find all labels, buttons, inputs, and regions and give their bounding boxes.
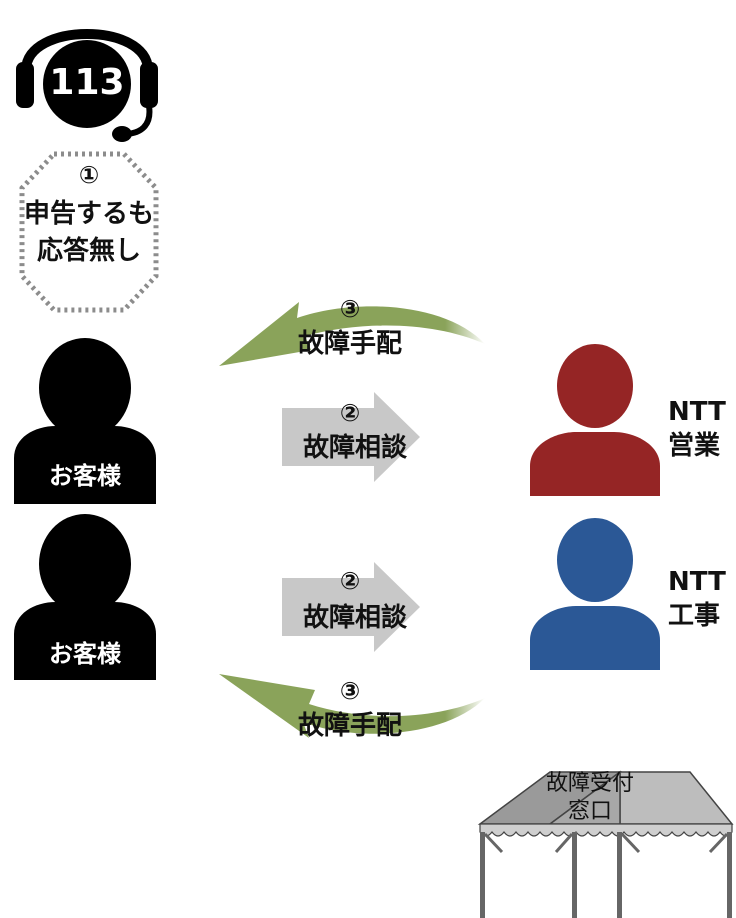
ntt-construction-line2: 工事 <box>668 601 721 631</box>
gray-arrow-right-1 <box>282 392 420 482</box>
ntt-sales-person-icon <box>530 344 660 496</box>
ntt-sales-line1: NTT <box>668 397 726 427</box>
tent-label-line2: 窓口 <box>567 799 612 824</box>
green-arrow-left-bottom <box>219 674 485 738</box>
flow1-label: 故障手配 <box>297 329 402 359</box>
report-step: ① <box>78 161 100 189</box>
headset-icon: 113 <box>12 8 162 148</box>
flow2-step: ② <box>339 399 361 427</box>
ntt-construction-line1: NTT <box>668 567 726 597</box>
customer-label: お客様 <box>49 640 121 668</box>
ntt-sales-line2: 営業 <box>668 431 721 461</box>
headset-number: 113 <box>49 62 125 103</box>
ntt-construction-person-icon <box>530 518 660 670</box>
customer-label: お客様 <box>49 462 121 490</box>
customer-icon: お客様 <box>14 338 156 504</box>
gray-arrow-right-2 <box>282 562 420 652</box>
customer-icon: お客様 <box>14 514 156 680</box>
tent-icon <box>477 770 734 918</box>
tent-label-line1: 故障受付 <box>545 771 634 796</box>
green-arrow-left-top <box>219 302 485 366</box>
flow3-label: 故障相談 <box>302 603 407 633</box>
flow4-step: ③ <box>339 677 361 705</box>
dotted-hexagon <box>19 151 159 313</box>
flow1-step: ③ <box>339 295 361 323</box>
flow3-step: ② <box>339 567 361 595</box>
flow4-label: 故障手配 <box>297 711 402 741</box>
report-line2: 応答無し <box>36 236 141 266</box>
flow2-label: 故障相談 <box>302 433 407 463</box>
report-line1: 申告するも <box>23 199 154 229</box>
